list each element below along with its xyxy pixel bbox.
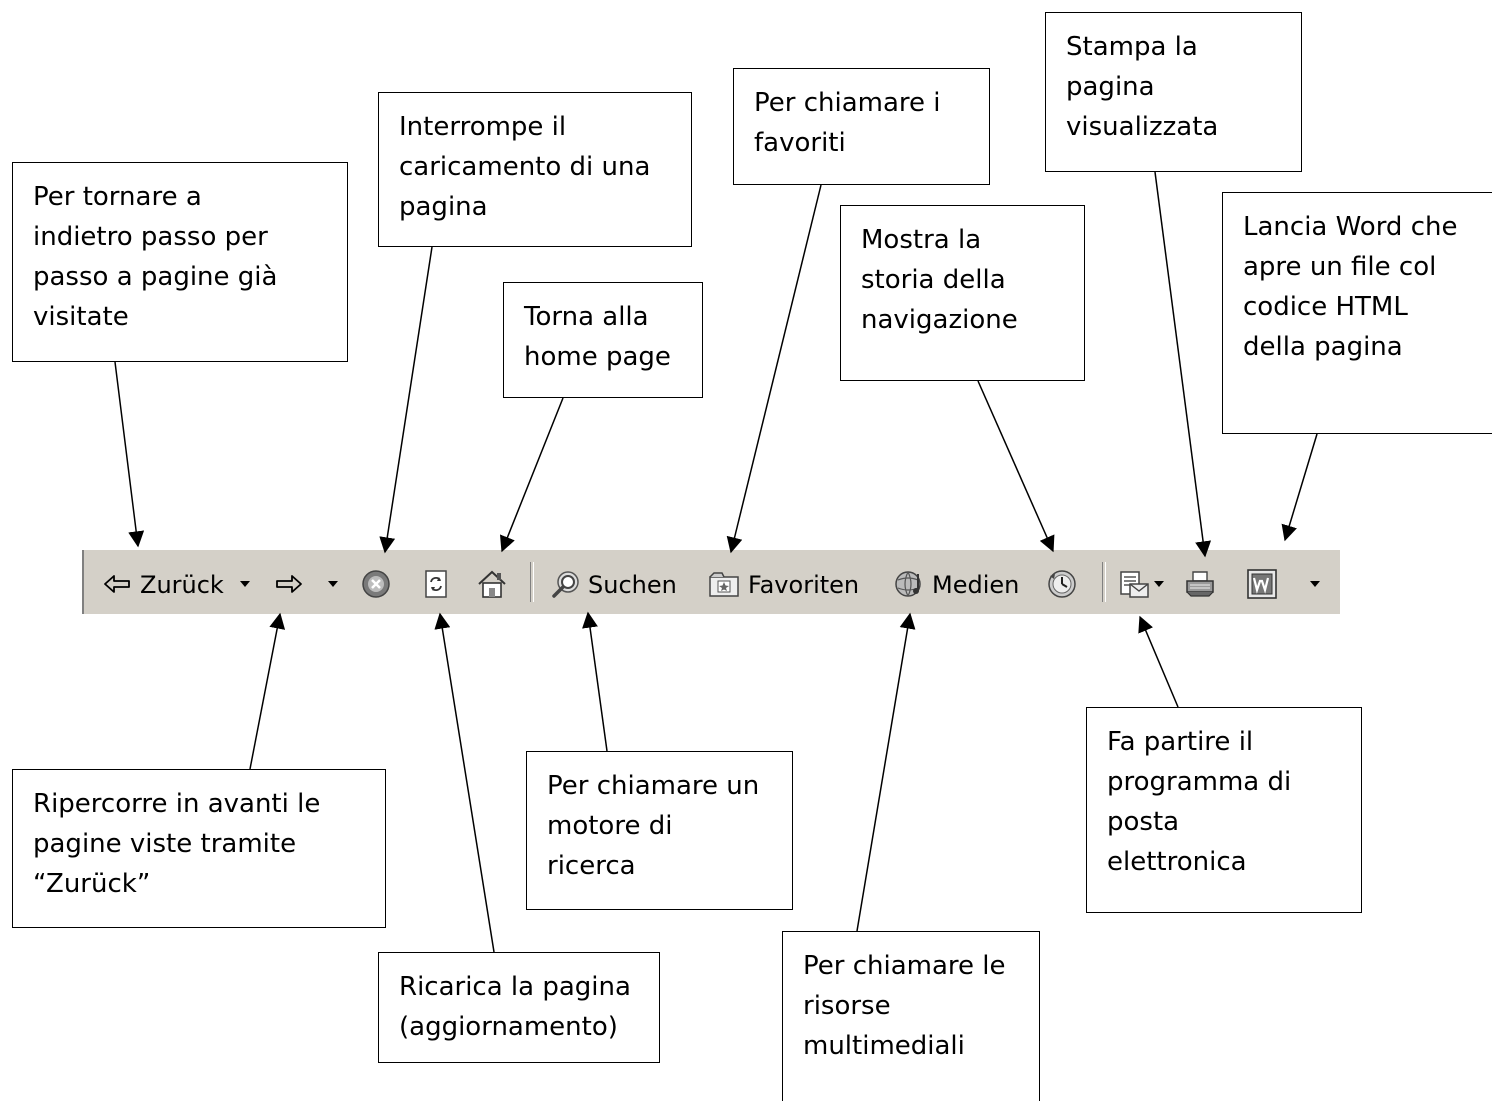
toolbar-separator (530, 562, 534, 602)
arrow-stop (379, 246, 433, 554)
favorites-button[interactable]: Favoriten (748, 571, 860, 599)
arrow-refresh (434, 612, 495, 953)
arrow-mail (1138, 615, 1179, 708)
callout-stop: Interrompe il caricamento di una pagina (378, 92, 692, 247)
history-icon[interactable] (1046, 568, 1078, 600)
back-arrow-icon[interactable] (102, 568, 132, 600)
callout-favorites: Per chiamare i favoriti (733, 68, 990, 185)
search-icon[interactable] (550, 568, 582, 600)
browser-toolbar: Zurück Suchen Favoriten (82, 550, 1340, 614)
callout-media: Per chiamare le risorse multimediali (782, 931, 1040, 1101)
mail-dropdown-icon[interactable] (1154, 581, 1164, 587)
mail-icon[interactable] (1118, 568, 1150, 600)
toolbar-separator (1102, 562, 1106, 602)
favorites-icon[interactable] (708, 568, 740, 600)
arrow-word (1281, 433, 1318, 542)
arrow-home (500, 397, 564, 553)
forward-dropdown-icon[interactable] (328, 581, 338, 587)
print-icon[interactable] (1184, 568, 1216, 600)
callout-forward: Ripercorre in avanti le pagine viste tra… (12, 769, 386, 928)
search-button[interactable]: Suchen (588, 571, 677, 599)
callout-home: Torna alla home page (503, 282, 703, 398)
arrow-history (977, 380, 1055, 553)
arrow-print (1154, 171, 1212, 558)
arrow-favorites (726, 184, 822, 554)
callout-print: Stampa la pagina visualizzata (1045, 12, 1302, 172)
stop-icon[interactable] (360, 568, 392, 600)
callout-back: Per tornare a indietro passo per passo a… (12, 162, 348, 362)
callout-history: Mostra la storia della navigazione (840, 205, 1085, 381)
back-button[interactable]: Zurück (140, 571, 224, 599)
back-dropdown-icon[interactable] (240, 581, 250, 587)
arrow-media (856, 612, 916, 932)
home-icon[interactable] (476, 568, 508, 600)
arrow-forward (249, 612, 286, 770)
callout-search: Per chiamare un motore di ricerca (526, 751, 793, 910)
arrow-search (582, 611, 608, 752)
word-icon[interactable] (1246, 568, 1278, 600)
callout-refresh: Ricarica la pagina (aggiornamento) (378, 952, 660, 1063)
arrow-back (114, 361, 145, 548)
media-icon[interactable] (894, 568, 926, 600)
callout-mail: Fa partire il programma di posta elettro… (1086, 707, 1362, 913)
media-button[interactable]: Medien (932, 571, 1020, 599)
callout-word: Lancia Word che apre un file col codice … (1222, 192, 1492, 434)
forward-arrow-icon[interactable] (274, 568, 304, 600)
refresh-icon[interactable] (420, 568, 452, 600)
word-dropdown-icon[interactable] (1310, 581, 1320, 587)
